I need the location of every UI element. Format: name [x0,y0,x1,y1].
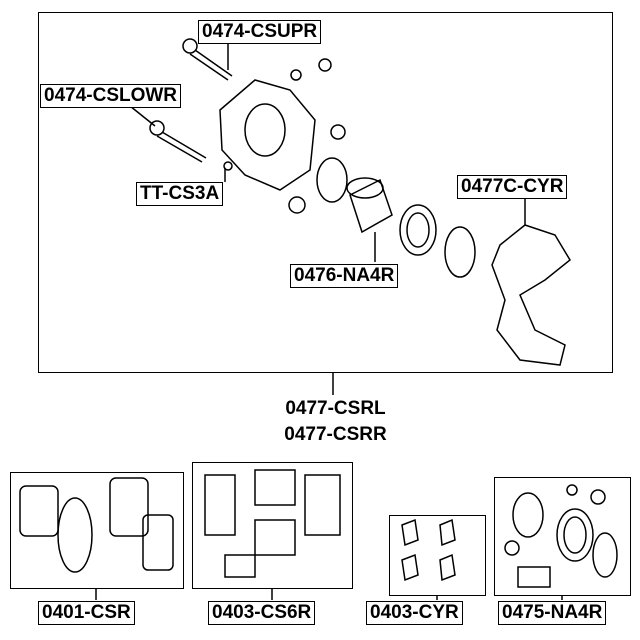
label-caliper-lower-bolt: 0474-CSLOWR [40,84,182,108]
label-bleeder-screw: TT-CS3A [136,182,224,206]
caliper-assembly-frame [38,12,613,373]
label-caliper-assembly-left: 0477-CSRL [285,398,386,419]
label-pad-spring-kit: 0403-CYR [366,601,463,625]
pad-clip-kit-frame [192,462,353,589]
label-caliper-assembly-right: 0477-CSRR [284,424,387,445]
brake-pads-frame [10,472,184,589]
label-pad-clip-kit: 0403-CS6R [208,601,316,625]
repair-kit-frame [494,477,631,596]
label-caliper-upper-bolt: 0474-CSUPR [198,20,322,44]
pad-spring-kit-frame [389,515,486,596]
upper-bolt-icon [182,38,233,81]
label-repair-kit: 0475-NA4R [498,601,607,625]
label-brake-pads: 0401-CSR [38,601,135,625]
lower-bolt-icon [149,120,207,163]
label-piston: 0476-NA4R [290,264,399,288]
label-caliper-bracket: 0477C-CYR [457,175,568,199]
